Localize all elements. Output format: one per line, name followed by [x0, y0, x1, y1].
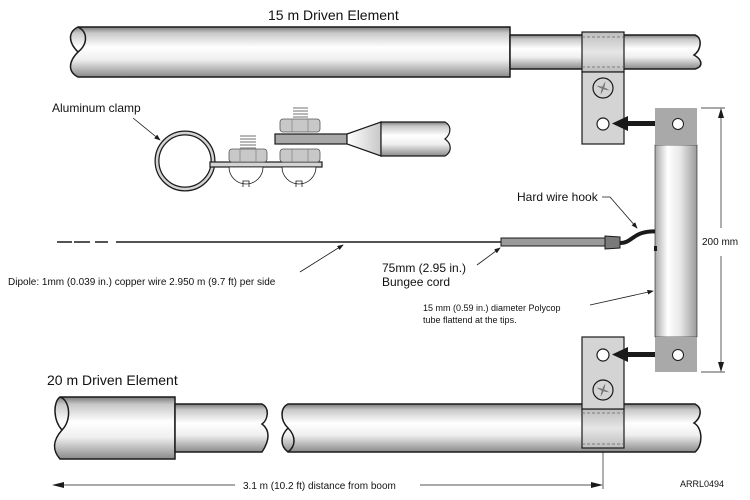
label-dipole: Dipole: 1mm (0.039 in.) copper wire 2.95… [8, 277, 276, 288]
tip-hole-top [672, 118, 684, 130]
figure-id: ARRL0494 [680, 479, 724, 489]
tube-large-20m [53, 396, 176, 460]
polycop-tube: 15 mm (0.59 in.) diameter Polycop tube f… [423, 107, 738, 373]
dipole-wire: Dipole: 1mm (0.039 in.) copper wire 2.95… [8, 190, 682, 289]
label-bungee-line2: Bungee cord [382, 275, 450, 289]
label-bungee-line1: 75mm (2.95 in.) [382, 261, 466, 275]
tube-break-15m-left [77, 26, 87, 53]
leader-bungee [476, 247, 501, 266]
aluminum-clamp-detail: Aluminum clamp [52, 101, 451, 192]
label-hard-wire-hook: Hard wire hook [517, 190, 599, 204]
label-distance-from-boom: 3.1 m (10.2 ft) distance from boom [243, 481, 396, 492]
dimension-200mm: 200 mm [701, 107, 738, 373]
leader-aluminum-clamp [132, 117, 161, 141]
arrow-left-icon [612, 116, 655, 131]
element-20m: 20 m Driven Element [47, 336, 724, 492]
leader-polycop [589, 289, 654, 306]
bolt-hole [596, 348, 610, 362]
tube-stub [380, 121, 451, 157]
dimension-distance-from-boom: 3.1 m (10.2 ft) distance from boom [52, 452, 604, 492]
clamp-band-20m [581, 408, 625, 449]
tube-large-15m [69, 26, 511, 78]
label-200mm: 200 mm [702, 237, 738, 248]
phillips-screw-icon [592, 379, 614, 401]
label-aluminum-clamp: Aluminum clamp [52, 101, 141, 115]
clamp-band-15m [581, 31, 625, 73]
title-20m: 20 m Driven Element [47, 372, 178, 388]
bolt-left [228, 135, 268, 187]
label-polycop-line1: 15 mm (0.59 in.) diameter Polycop [423, 303, 561, 313]
bungee-cord [500, 237, 606, 247]
bolt-right [279, 107, 321, 187]
flattened-tube-tip [274, 133, 348, 145]
bolt-hole [596, 117, 610, 131]
leader-dipole [299, 244, 344, 273]
arrow-left-icon [612, 347, 655, 362]
tip-hole-bottom [672, 349, 684, 361]
title-15m: 15 m Driven Element [268, 7, 399, 23]
tube-small-20m-left [174, 403, 269, 453]
tube-small-20m-right [281, 403, 702, 453]
phillips-screw-icon [592, 77, 614, 99]
leader-hook [602, 196, 638, 229]
element-15m: 15 m Driven Element [69, 7, 702, 145]
label-polycop-line2: tube flattend at the tips. [423, 315, 517, 325]
